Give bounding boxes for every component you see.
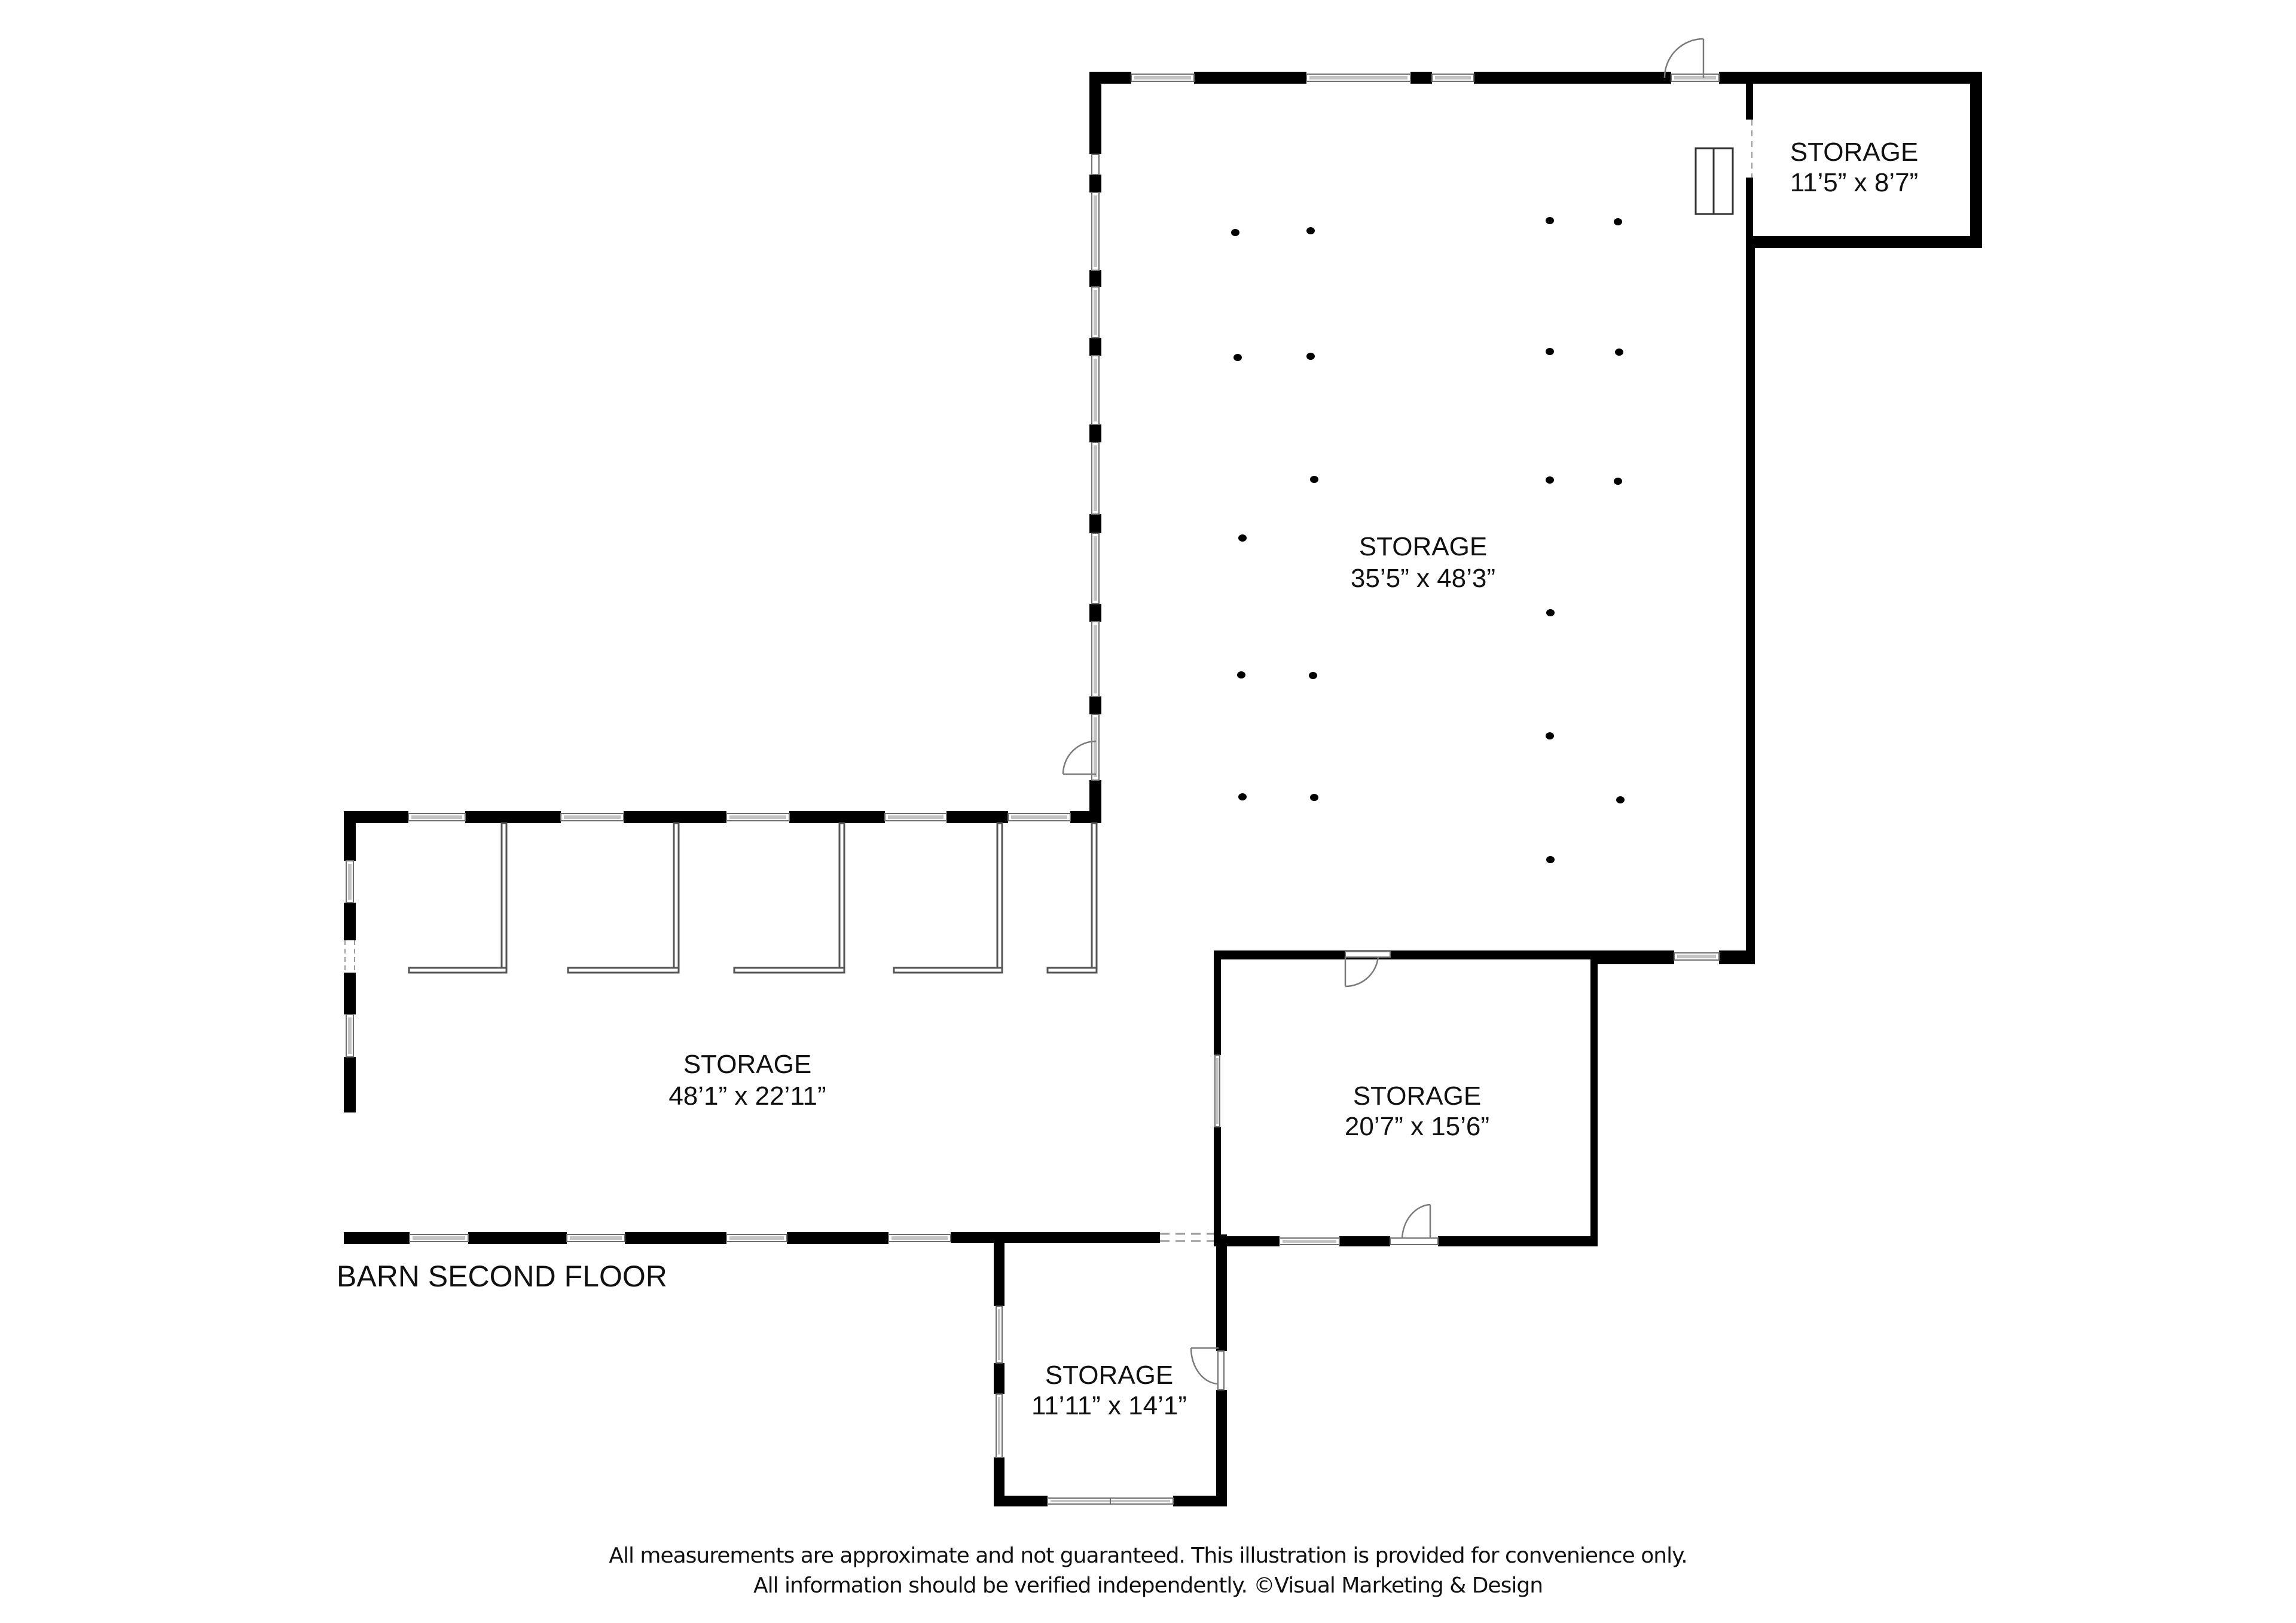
door-icon [1663,38,1705,78]
main-top-windows [1131,74,1720,82]
west-storage-windows [346,813,1071,1242]
southeast-storage-windows [1214,951,1439,1245]
west-southeast-opening [1160,1233,1214,1242]
northeast-storage-walls [1746,72,1982,248]
room-label-south: STORAGE 11’11” x 14’1” [1031,1361,1187,1420]
main-left-windows [1091,154,1100,781]
room-name: STORAGE [683,1050,811,1079]
northeast-opening [1694,120,1752,215]
floor-label: BARN SECOND FLOOR [337,1260,667,1293]
stall-partitions [408,822,1098,974]
main-storage-walls [1089,72,1982,964]
door-icon [1190,1347,1219,1385]
room-label-west: STORAGE 48’1” x 22’11” [668,1050,826,1111]
room-label-main: STORAGE 35’5” x 48’3” [1351,532,1495,593]
room-name: STORAGE [1359,532,1487,561]
disclaimer-line-2: All information should be verified indep… [753,1573,1543,1598]
south-storage-windows [996,1306,1225,1505]
support-posts [1231,217,1625,863]
disclaimer-line-1: All measurements are approximate and not… [609,1543,1687,1568]
room-name: STORAGE [1790,137,1918,167]
room-dimensions: 35’5” x 48’3” [1351,564,1495,593]
door-icon [1344,956,1379,988]
main-bottom-right-window [1674,952,1720,961]
west-left-opening [344,940,355,973]
room-dimensions: 11’11” x 14’1” [1031,1391,1187,1420]
room-dimensions: 20’7” x 15’6” [1345,1112,1489,1141]
room-label-southeast: STORAGE 20’7” x 15’6” [1345,1081,1489,1141]
room-label-northeast: STORAGE 11’5” x 8’7” [1790,137,1918,197]
southeast-storage-walls [1214,950,1598,1246]
room-dimensions: 11’5” x 8’7” [1790,168,1918,197]
south-storage-walls [994,1234,1227,1506]
door-icon [1401,1203,1431,1239]
room-name: STORAGE [1045,1361,1173,1390]
room-name: STORAGE [1353,1081,1481,1111]
room-dimensions: 48’1” x 22’11” [668,1081,826,1111]
door-icon [1062,740,1097,775]
west-storage-walls [344,811,1160,1244]
